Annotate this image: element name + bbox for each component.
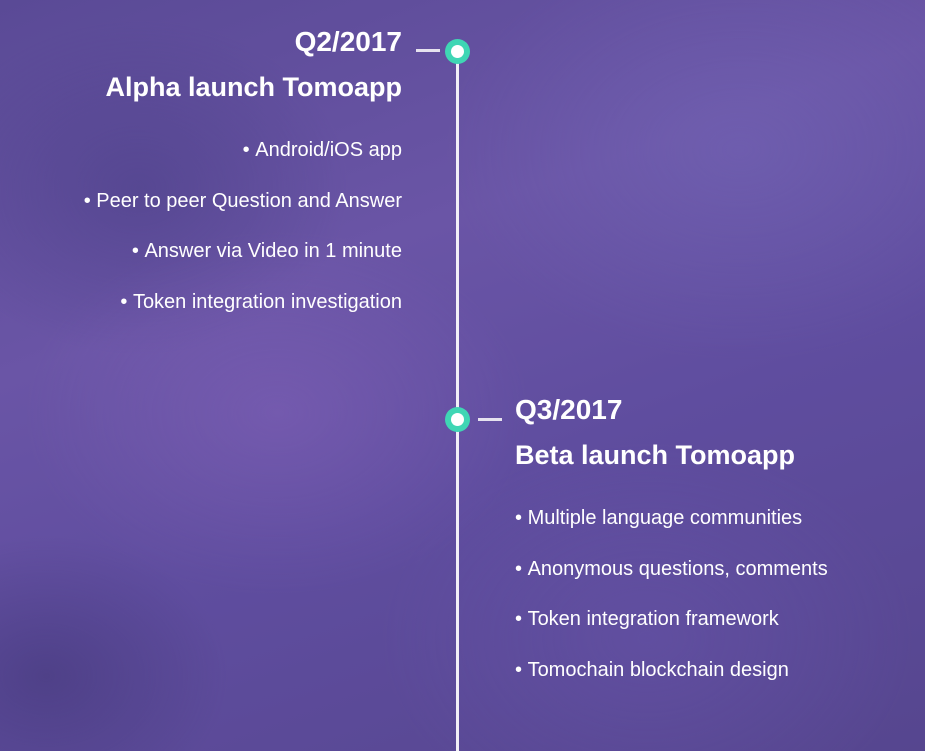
timeline-line (456, 52, 459, 751)
feature-item: Anonymous questions, comments (515, 556, 828, 607)
milestone-title: Beta launch Tomoapp (515, 440, 796, 470)
feature-item: Token integration investigation (84, 289, 402, 340)
milestone-feature-list: Multiple language communities Anonymous … (515, 505, 828, 707)
milestone-period: Q3/2017 (515, 394, 623, 425)
feature-item: Multiple language communities (515, 505, 828, 556)
milestone-node-icon (445, 407, 470, 432)
milestone-feature-list: Android/iOS app Peer to peer Question an… (84, 137, 402, 339)
feature-item: Token integration framework (515, 606, 828, 657)
milestone-title: Alpha launch Tomoapp (105, 72, 403, 102)
feature-item: Peer to peer Question and Answer (84, 188, 402, 239)
milestone-connector (478, 418, 502, 421)
feature-item: Tomochain blockchain design (515, 657, 828, 708)
milestone-node-icon (445, 39, 470, 64)
milestone-period: Q2/2017 (294, 26, 402, 57)
feature-item: Answer via Video in 1 minute (84, 238, 402, 289)
feature-item: Android/iOS app (84, 137, 402, 188)
milestone-connector (416, 49, 440, 52)
